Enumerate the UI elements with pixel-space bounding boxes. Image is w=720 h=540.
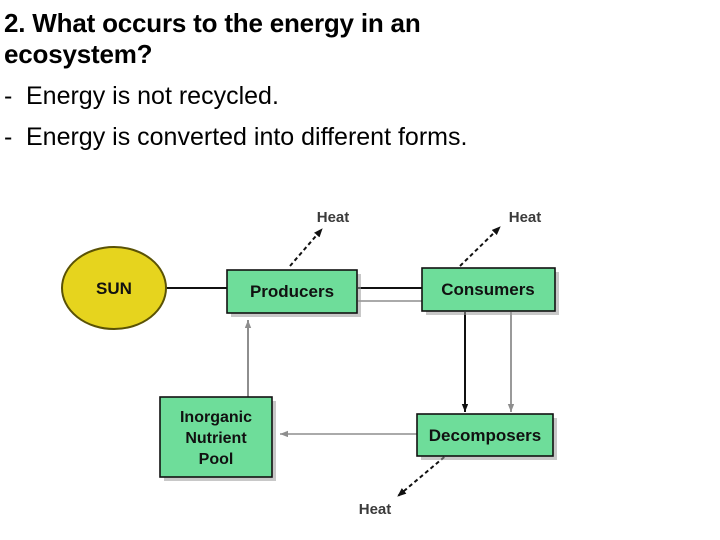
- node-pool-label-line1: Inorganic: [180, 409, 252, 426]
- list-item: -Energy is converted into different form…: [4, 117, 704, 158]
- node-decomposers-label: Decomposers: [429, 426, 541, 445]
- list-item: -Energy is not recycled.: [4, 76, 704, 117]
- bullet-text: Energy is not recycled.: [26, 82, 279, 111]
- bullet-dash: -: [4, 82, 13, 111]
- slide-text-block: 2. What occurs to the energy in an ecosy…: [4, 8, 704, 157]
- heat-label-decomposers: Heat: [359, 501, 392, 518]
- node-pool-label-line3: Pool: [199, 451, 234, 468]
- node-consumers[interactable]: Consumers: [421, 267, 559, 315]
- bullet-text: Energy is converted into different forms…: [26, 122, 468, 151]
- edge-decomposers-to-heat: [397, 447, 456, 497]
- sun-ellipse: [61, 246, 167, 330]
- heat-label-consumers: Heat: [509, 209, 542, 226]
- decomposers-box: [416, 413, 554, 457]
- node-producers[interactable]: Producers: [226, 269, 361, 317]
- node-inorganic-nutrient-pool[interactable]: Inorganic Nutrient Pool: [159, 396, 276, 481]
- answer-bullet-list: -Energy is not recycled. -Energy is conv…: [4, 76, 704, 157]
- bullet-dash: -: [4, 122, 13, 151]
- node-decomposers[interactable]: Decomposers: [416, 413, 557, 460]
- edge-consumers-to-heat: [459, 226, 501, 267]
- page-title: 2. What occurs to the energy in an ecosy…: [4, 8, 421, 70]
- node-sun-label: SUN: [96, 279, 132, 298]
- node-consumers-label: Consumers: [441, 280, 535, 299]
- consumers-box: [421, 267, 556, 312]
- node-sun[interactable]: SUN: [61, 246, 167, 330]
- producers-box: [226, 269, 358, 314]
- edge-producers-to-heat: [289, 228, 323, 267]
- node-producers-label: Producers: [250, 282, 334, 301]
- pool-box: [159, 396, 273, 478]
- node-pool-label-line2: Nutrient: [185, 430, 247, 447]
- ecosystem-energy-flow-diagram: SUN Producers Consumers Decomposers: [0, 190, 720, 540]
- heat-label-producers: Heat: [317, 209, 350, 226]
